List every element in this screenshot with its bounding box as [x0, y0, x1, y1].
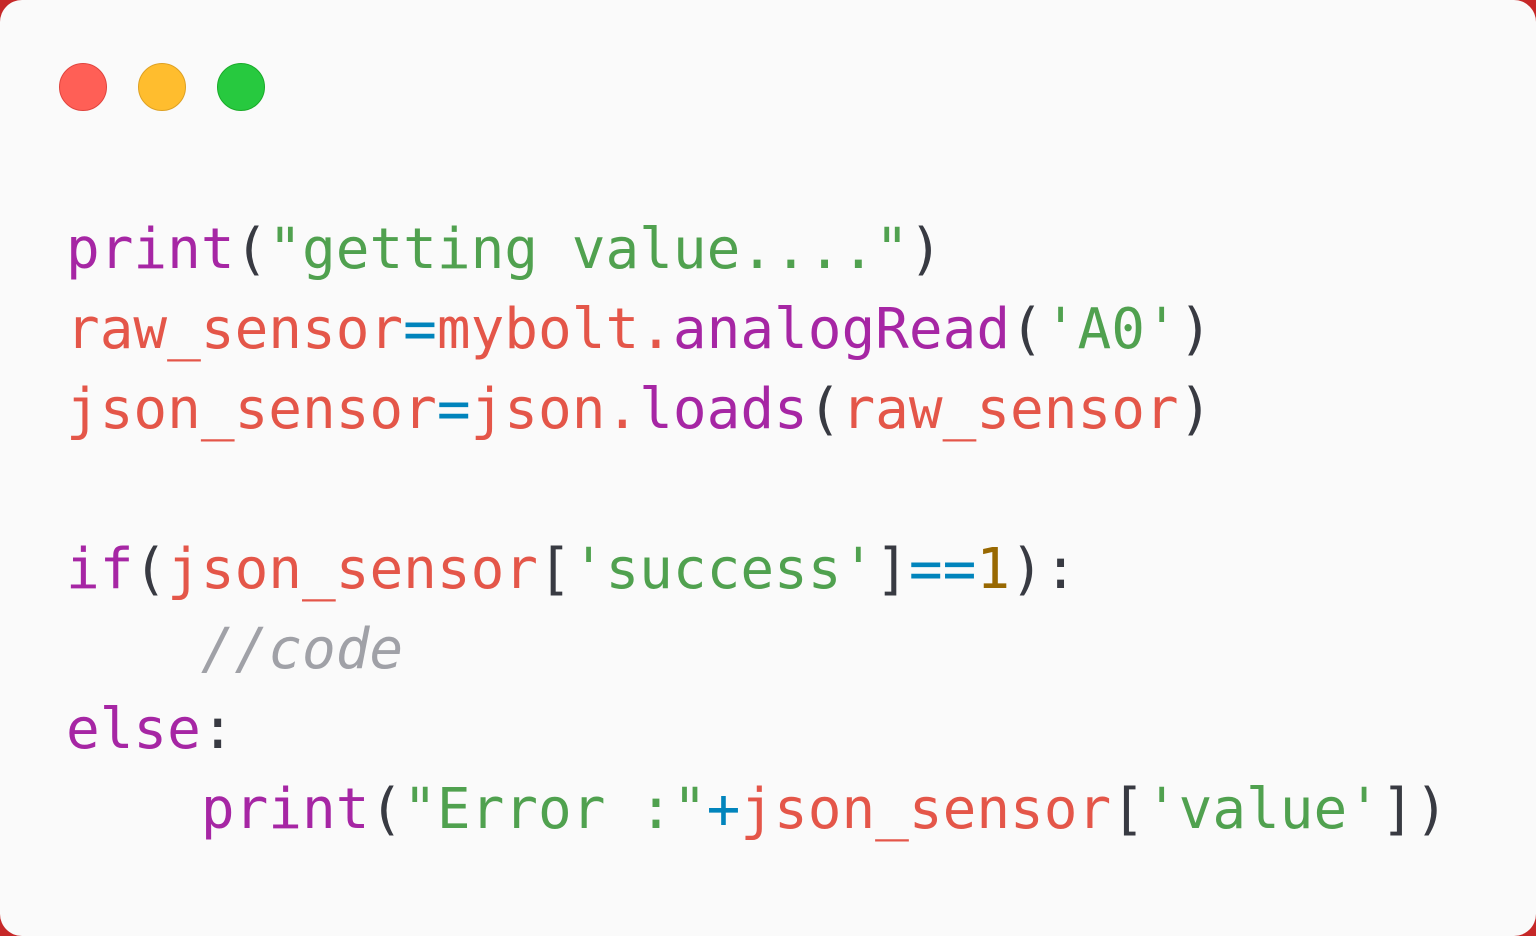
- code-token-punct: ): [908, 217, 943, 282]
- code-token-variable: json_sensor: [740, 777, 1112, 842]
- code-token-string: 'value': [1144, 777, 1381, 842]
- code-token-variable: mybolt.: [436, 297, 673, 362]
- code-token-punct: ]: [875, 537, 909, 602]
- code-token-punct: ): [1178, 377, 1213, 442]
- code-token-variable: raw_sensor: [841, 377, 1179, 442]
- code-token-function: else: [66, 697, 201, 762]
- code-token-punct: (: [234, 217, 269, 282]
- code-token-variable: json.: [470, 377, 640, 442]
- code-token-variable: json_sensor: [167, 537, 539, 602]
- code-line: ​: [66, 450, 1448, 530]
- code-token-operator: =: [436, 377, 471, 442]
- code-token-number: 1: [976, 537, 1011, 602]
- code-token-operator: ==: [908, 537, 977, 602]
- code-token-punct: ): [1178, 297, 1213, 362]
- code-line: print("Error :"+json_sensor['value']): [66, 770, 1449, 850]
- code-token-function: print: [66, 217, 235, 282]
- code-token-comment: //code: [200, 617, 404, 682]
- code-token-punct: (: [133, 537, 168, 602]
- code-token-punct: [: [1111, 777, 1145, 842]
- code-token-variable: raw_sensor: [66, 297, 404, 362]
- code-token-punct: (: [807, 377, 842, 442]
- code-line: print("getting value...."): [66, 210, 1448, 290]
- code-line: if(json_sensor['success']==1):: [66, 530, 1448, 610]
- code-token-punct: ):: [1010, 537, 1078, 602]
- code-token-function: if: [66, 537, 134, 602]
- code-line: //code: [66, 610, 1448, 690]
- code-token-punct: [66, 617, 201, 682]
- code-token-punct: [: [538, 537, 572, 602]
- code-token-string: "getting value....": [268, 217, 909, 282]
- code-token-punct: (: [369, 777, 404, 842]
- code-line: else:: [66, 690, 1448, 770]
- code-token-punct: :: [200, 697, 235, 762]
- code-token-function: analogRead: [672, 297, 1011, 362]
- code-line: raw_sensor=mybolt.analogRead('A0'): [66, 290, 1448, 370]
- code-token-function: print: [200, 777, 370, 842]
- code-token-function: loads: [639, 377, 808, 442]
- code-line: json_sensor=json.loads(raw_sensor): [66, 370, 1448, 450]
- code-token-operator: =: [403, 297, 437, 362]
- code-token-string: 'success': [571, 537, 876, 602]
- code-token-string: 'A0': [1043, 297, 1179, 362]
- minimize-dot[interactable]: [138, 63, 186, 111]
- code-token-punct: [66, 777, 201, 842]
- code-token-punct: (: [1010, 297, 1044, 362]
- code-token-variable: json_sensor: [66, 377, 437, 442]
- code-token-punct: ]): [1380, 777, 1449, 842]
- zoom-dot[interactable]: [217, 63, 265, 111]
- window-controls: [59, 63, 265, 111]
- code-block: print("getting value....")raw_sensor=myb…: [66, 210, 1448, 850]
- code-token-string: "Error :": [403, 777, 707, 842]
- code-token-operator: +: [706, 777, 741, 842]
- close-dot[interactable]: [59, 63, 107, 111]
